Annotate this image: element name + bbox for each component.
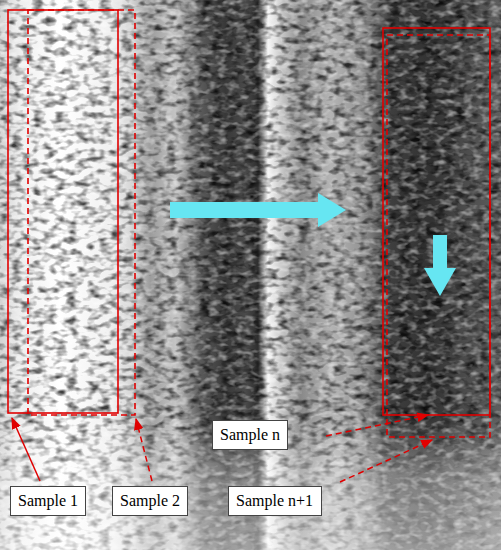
sample-window: [8, 10, 118, 413]
sample-label: Sample 1: [10, 486, 86, 516]
sample-label: Sample 2: [112, 486, 188, 516]
sample-label: Sample n: [212, 420, 288, 450]
label-text: Sample 2: [120, 491, 180, 511]
sample-window: [28, 10, 135, 415]
leader-line: [12, 418, 40, 481]
sample-window: [387, 35, 490, 437]
leader-line: [136, 419, 152, 481]
label-text: Sample n+1: [236, 491, 314, 511]
leader-line: [326, 415, 428, 436]
label-text: Sample 1: [18, 491, 78, 511]
sample-label: Sample n+1: [228, 486, 322, 516]
sample-window: [383, 28, 490, 415]
direction-arrow: [424, 235, 456, 296]
direction-arrow: [170, 193, 346, 227]
leader-line: [340, 440, 432, 482]
label-text: Sample n: [220, 425, 280, 445]
